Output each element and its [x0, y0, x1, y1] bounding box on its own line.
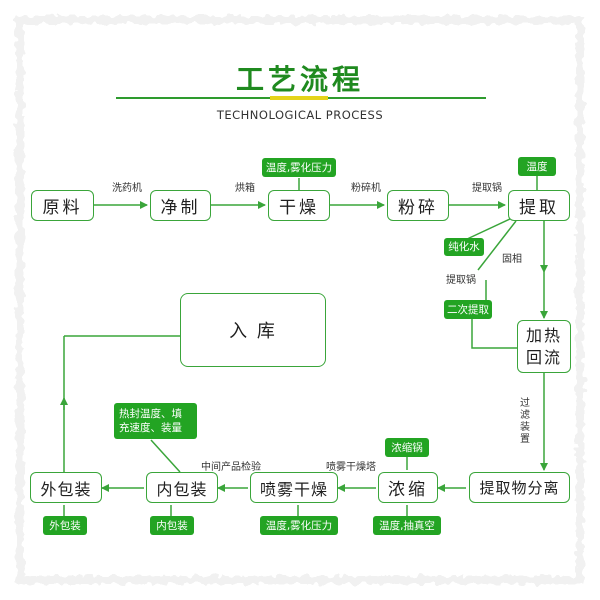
label-spray-tower: 喷雾干燥塔 — [326, 462, 376, 473]
node-outer-packaging: 外包装 — [30, 472, 102, 503]
tag-inner-packaging-params: 热封温度、填充速度、装量 — [114, 403, 197, 439]
node-spray-drying: 喷雾干燥 — [250, 472, 338, 503]
node-drying: 干燥 — [268, 190, 330, 221]
diagram-subtitle: TECHNOLOGICAL PROCESS — [216, 108, 384, 122]
node-concentration: 浓缩 — [378, 472, 438, 503]
node-extract-separation: 提取物分离 — [469, 472, 570, 503]
node-extraction: 提取 — [508, 190, 570, 221]
tag-concentration-tank: 浓缩锅 — [385, 438, 429, 457]
node-cleaning: 净制 — [150, 190, 211, 221]
label-extraction-tank-2: 提取锅 — [446, 275, 476, 286]
diagram-title: 工艺流程 — [235, 63, 364, 96]
label-extraction-tank: 提取锅 — [472, 183, 502, 194]
node-crushing: 粉碎 — [387, 190, 449, 221]
label-crusher: 粉碎机 — [351, 183, 381, 194]
tag-concentration-params: 温度,抽真空 — [373, 516, 441, 535]
label-filter: 过滤装置 — [520, 398, 530, 445]
tag-outer-packaging: 外包装 — [43, 516, 87, 535]
tag-extraction-temp: 温度 — [518, 157, 556, 176]
label-washer: 洗药机 — [112, 183, 142, 194]
node-raw-material: 原料 — [31, 190, 94, 221]
tag-purified-water: 纯化水 — [444, 238, 484, 256]
node-heat-reflux: 加热回流 — [517, 320, 571, 373]
tag-spray-params: 温度,雾化压力 — [260, 516, 338, 535]
label-ratio: 固相 — [502, 254, 522, 265]
tag-inner-packaging: 内包装 — [150, 516, 194, 535]
label-midway-check: 中间产品检验 — [201, 462, 261, 473]
tag-secondary-extraction: 二次提取 — [444, 300, 492, 319]
node-inner-packaging: 内包装 — [146, 472, 218, 503]
tag-drying-params: 温度,雾化压力 — [262, 158, 336, 177]
node-storage: 入 库 — [180, 293, 326, 367]
label-oven: 烘箱 — [235, 183, 255, 194]
